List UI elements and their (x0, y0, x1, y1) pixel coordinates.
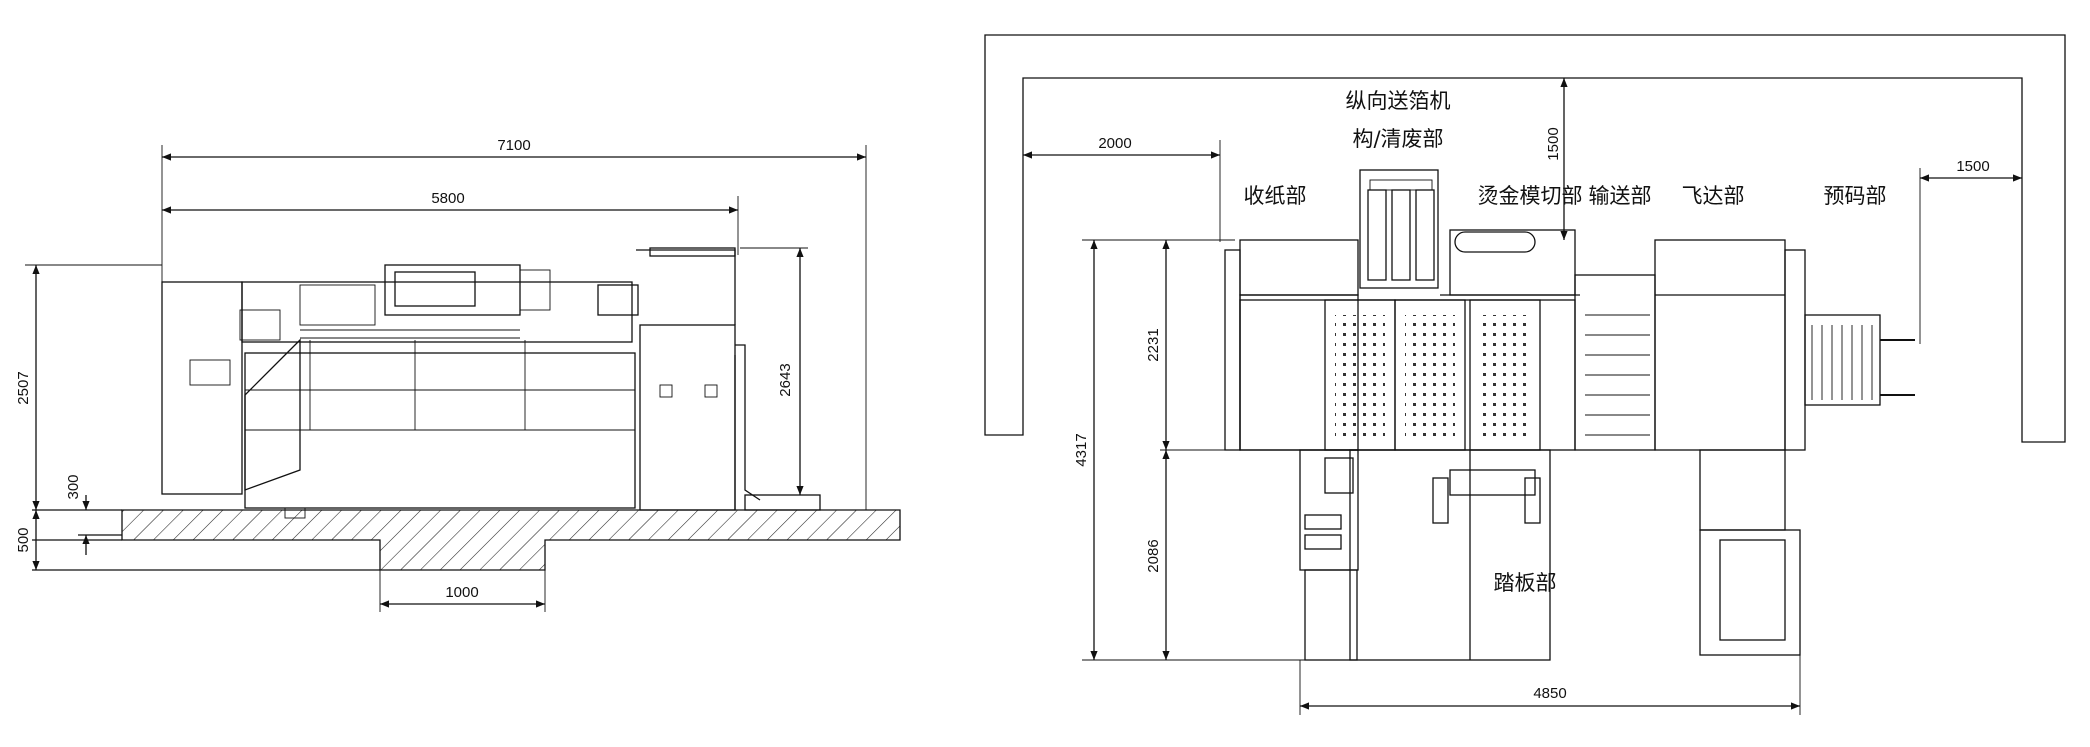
label-foil-feed-line2: 构/清废部 (1352, 127, 1443, 151)
label-stamping-cutting: 烫金模切部 (1478, 184, 1583, 208)
dim-1500-right: 1500 (1956, 158, 1989, 175)
label-pedal: 踏板部 (1494, 571, 1557, 595)
label-transfer: 输送部 (1589, 184, 1652, 208)
dim-2231: 2231 (1145, 328, 1162, 361)
dim-1500-top: 1500 (1545, 127, 1562, 160)
dim-5800: 5800 (431, 190, 464, 207)
label-pre-stack: 预码部 (1824, 184, 1887, 208)
machine-side-body (161, 247, 821, 519)
label-foil-feed-line1: 纵向送箔机 (1346, 89, 1451, 113)
side-view: 7100 5800 2507 500 300 2643 1000 (15, 137, 901, 612)
top-view: 2000 1500 1500 4317 2231 2086 4850 收纸部 纵… (984, 34, 2066, 715)
label-delivery: 收纸部 (1244, 184, 1307, 208)
dim-300: 300 (65, 474, 82, 499)
dim-1000: 1000 (445, 584, 478, 601)
dim-2643: 2643 (777, 363, 794, 396)
ground-hatch (121, 509, 901, 571)
dim-7100: 7100 (497, 137, 530, 154)
dim-4850: 4850 (1533, 685, 1566, 702)
dim-2086: 2086 (1145, 539, 1162, 572)
clearance-boundary (984, 34, 2066, 443)
dim-2000: 2000 (1098, 135, 1131, 152)
dim-4317: 4317 (1073, 433, 1090, 466)
dim-500: 500 (15, 527, 32, 552)
dim-2507: 2507 (15, 371, 32, 404)
label-feeder: 飞达部 (1682, 184, 1745, 208)
